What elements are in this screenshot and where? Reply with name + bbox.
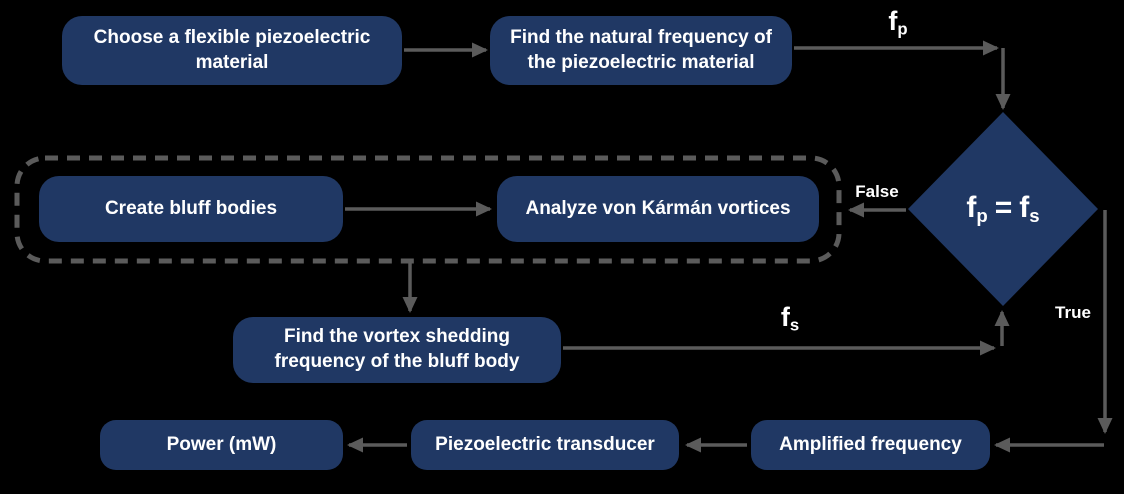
fp-sub: p [897, 19, 908, 39]
fs-base: f [780, 302, 790, 332]
decision-sub-s: s [1029, 205, 1040, 227]
decision-f2: f [1019, 190, 1030, 224]
decision-equals: = [994, 190, 1013, 224]
node-create-bluff-bodies: Create bluff bodies [39, 176, 343, 242]
node-choose-material-label: Choose a flexible piezoelectric material [93, 26, 371, 73]
node-power-output-label: Power (mW) [166, 433, 277, 455]
node-find-shedding-frequency-label: Find the vortex shedding frequency of th… [274, 326, 520, 372]
node-find-shedding-frequency: Find the vortex shedding frequency of th… [233, 317, 561, 383]
node-power-output: Power (mW) [100, 420, 343, 470]
node-amplified-frequency-label: Amplified frequency [779, 433, 962, 455]
decision-f1: f [966, 190, 977, 224]
node-analyze-vortices: Analyze von Kármán vortices [497, 176, 819, 242]
node-piezoelectric-transducer: Piezoelectric transducer [411, 420, 679, 470]
node-analyze-vortices-label: Analyze von Kármán vortices [525, 197, 791, 219]
edge-label-fp: fp [866, 6, 930, 40]
edge-label-false: False [855, 182, 899, 201]
bluff-group-dashed-outline [14, 155, 842, 264]
fs-sub: s [789, 315, 800, 335]
node-create-bluff-bodies-label: Create bluff bodies [104, 197, 278, 219]
node-choose-material: Choose a flexible piezoelectric material [62, 16, 402, 85]
node-piezoelectric-transducer-label: Piezoelectric transducer [435, 433, 655, 455]
node-find-natural-frequency: Find the natural frequency of the piezoe… [490, 16, 792, 85]
decision-expression: fp=fs [966, 191, 1039, 227]
node-amplified-frequency: Amplified frequency [751, 420, 990, 470]
node-find-natural-frequency-label: Find the natural frequency of the piezoe… [510, 26, 772, 73]
decision-sub-p: p [976, 205, 988, 227]
edge-label-fs: fs [758, 302, 822, 336]
edge-label-true: True [1055, 303, 1091, 322]
fp-base: f [888, 6, 898, 36]
